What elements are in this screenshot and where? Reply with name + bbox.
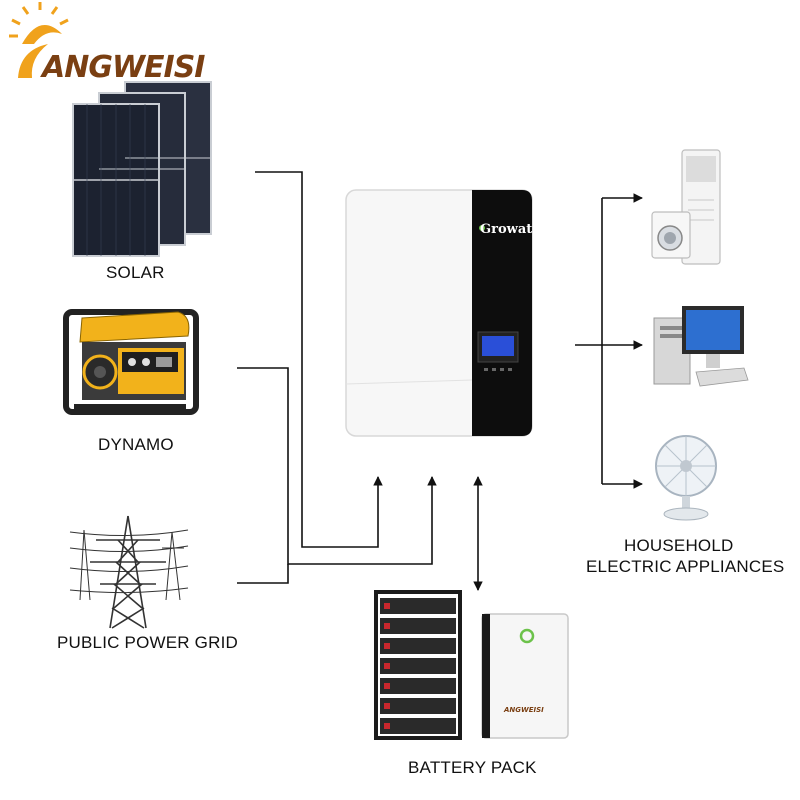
battery-pack-label: BATTERY PACK bbox=[408, 758, 537, 777]
solar-line bbox=[255, 171, 383, 548]
dynamo-label: DYNAMO bbox=[98, 435, 174, 454]
appliances-label-line1: HOUSEHOLD bbox=[624, 536, 734, 555]
inverter-brand: Growatt bbox=[480, 222, 539, 237]
wall-battery-icon bbox=[481, 613, 569, 739]
solar-label: SOLAR bbox=[106, 263, 165, 282]
appliances-label-line2: ELECTRIC APPLIANCES bbox=[586, 557, 785, 576]
wall-battery-brand: ANGWEISI bbox=[504, 706, 544, 714]
brand-logo-text: ANGWEISI bbox=[42, 50, 205, 85]
grid-line bbox=[237, 564, 289, 584]
grid-label: PUBLIC POWER GRID bbox=[57, 633, 238, 652]
washing-machine-icon bbox=[651, 211, 691, 259]
fan-icon bbox=[655, 435, 717, 521]
computer-icon bbox=[653, 306, 749, 387]
battery-rack-icon bbox=[374, 590, 462, 740]
air-conditioner-icon bbox=[681, 149, 721, 265]
